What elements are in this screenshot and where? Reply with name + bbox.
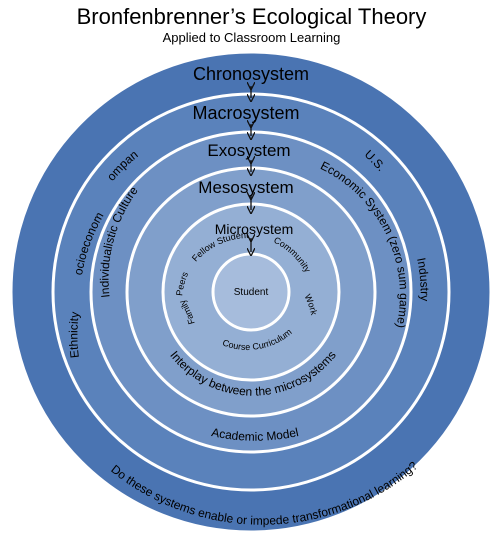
- label-student: Student: [234, 287, 269, 298]
- macro-item-ethnicity: Ethnicity: [66, 311, 81, 359]
- label-microsystem: Microsystem: [215, 221, 294, 237]
- diagram-title: Bronfenbrenner’s Ecological Theory: [76, 4, 427, 29]
- label-macrosystem: Macrosystem: [192, 103, 299, 123]
- macro-bottom-text: Academic Model: [210, 425, 300, 444]
- label-chronosystem: Chronosystem: [193, 64, 309, 84]
- label-mesosystem: Mesosystem: [198, 178, 293, 197]
- label-exosystem: Exosystem: [207, 141, 290, 160]
- macro-item-industry: Industry: [414, 256, 432, 301]
- diagram-subtitle: Applied to Classroom Learning: [162, 30, 341, 45]
